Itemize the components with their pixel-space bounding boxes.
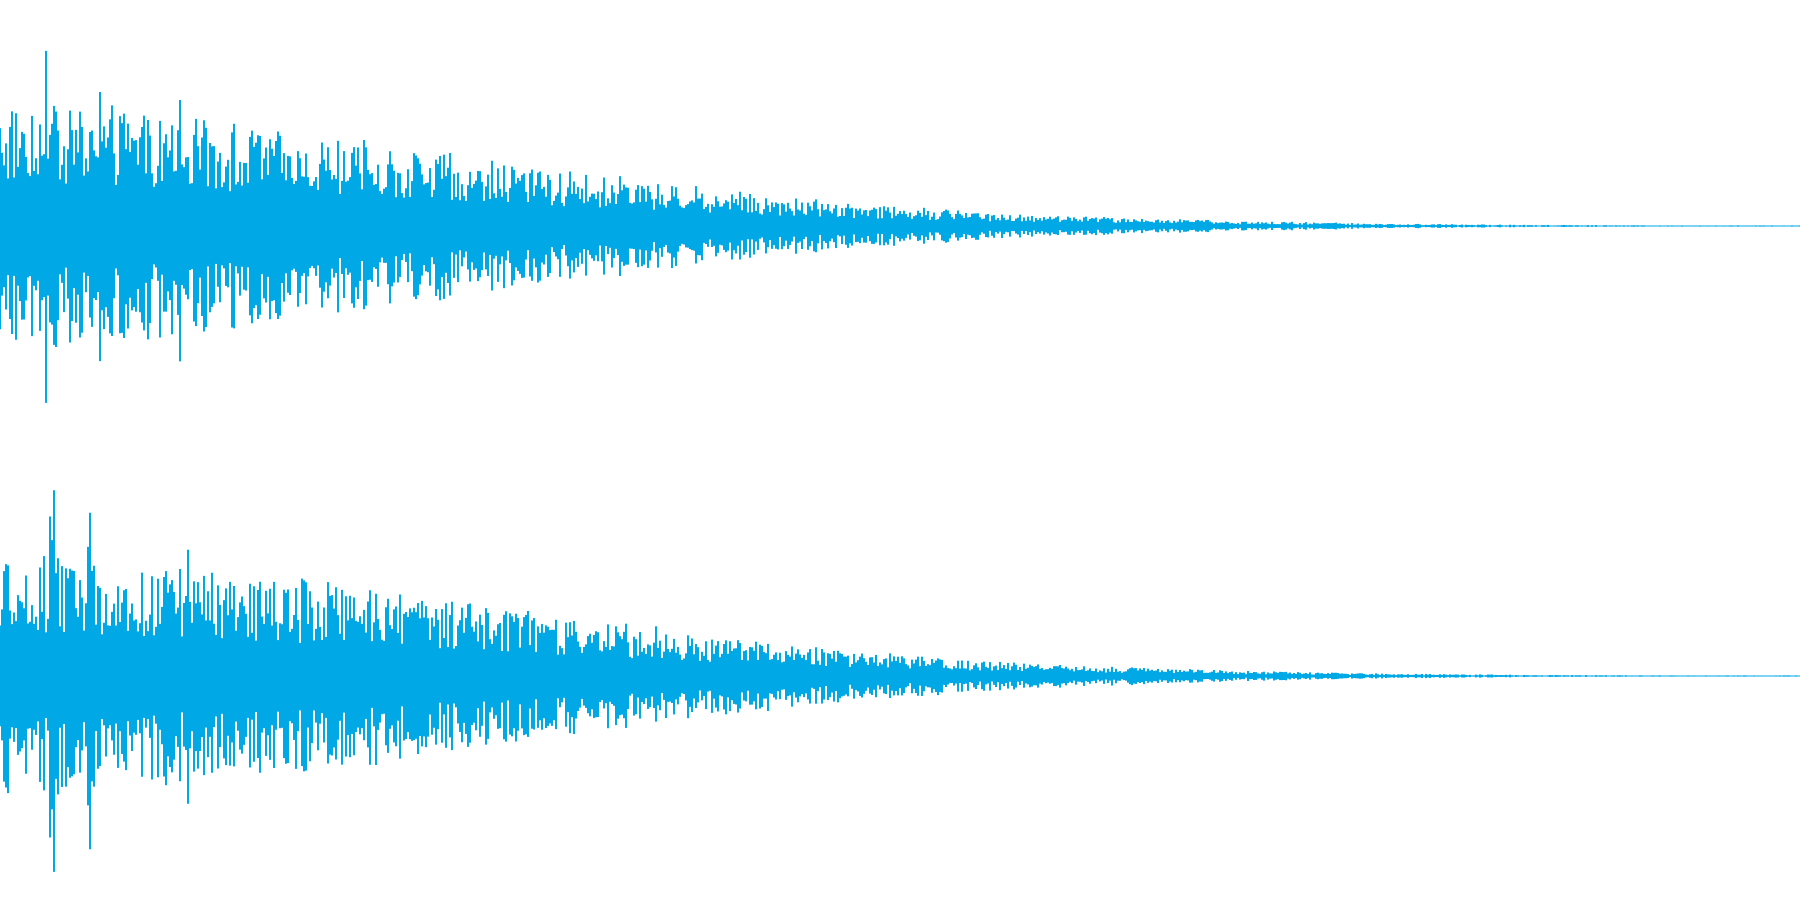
waveform-channel-left [0, 50, 1800, 403]
waveform-channel-right [0, 490, 1800, 872]
